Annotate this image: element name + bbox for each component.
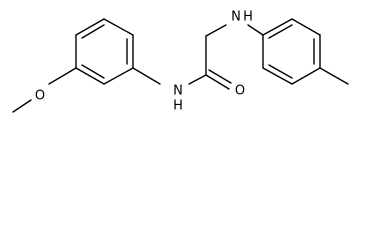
bond-carbonyl-double-b	[208, 69, 232, 84]
hydrogen-amide-label: H	[173, 99, 183, 114]
ring1-bond-2	[103, 18, 134, 36]
ring2-double-3	[268, 64, 293, 79]
ring1-double-3	[81, 64, 105, 79]
ring1-double-1	[81, 24, 105, 39]
oxygen-carbonyl-label: O	[235, 84, 245, 99]
ring2-bond-1	[262, 18, 293, 36]
methoxy-bond-ring	[48, 67, 77, 85]
ring2-bond-5	[262, 67, 293, 85]
oxygen-ether-label: O	[35, 89, 45, 104]
methylphenyl-ring	[262, 18, 321, 85]
methoxy-bond-methyl	[12, 99, 32, 113]
ring2-bond-4	[291, 67, 321, 85]
methoxy-group: O	[12, 67, 77, 113]
amine-group: N H	[231, 10, 264, 36]
ring2-double-1	[268, 24, 293, 39]
bond-nh-carbonyl	[188, 74, 207, 85]
bond-ring1-nh	[132, 67, 161, 85]
ring1-bond-5	[75, 67, 105, 85]
methoxyphenyl-ring	[75, 18, 134, 85]
hydrogen-amine-label: H	[243, 10, 253, 25]
bond-carbonyl-double-a	[205, 74, 230, 90]
bond-ch2-nh	[205, 24, 227, 37]
methyl-bond	[319, 67, 349, 85]
ring2-bond-2	[291, 18, 321, 36]
amide-linkage: N H O	[132, 24, 245, 114]
ring1-bond-4	[103, 67, 134, 85]
structural-formula: O N H O N H	[12, 10, 349, 114]
nitrogen-amine-label: N	[231, 10, 241, 25]
bond-nh-ring2	[247, 24, 264, 36]
ring1-bond-1	[75, 18, 105, 36]
nitrogen-amide-label: N	[173, 84, 183, 99]
